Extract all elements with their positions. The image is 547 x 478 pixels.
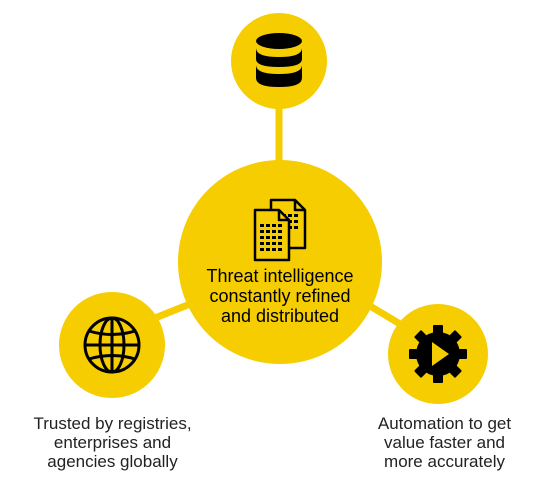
- center-text-line-3: and distributed: [220, 306, 340, 326]
- center-node: Threat intelligence constantly refined a…: [178, 160, 382, 364]
- right-node: [388, 304, 488, 404]
- center-text-line-2: constantly refined: [209, 286, 351, 306]
- center-node-text: Threat intelligence constantly refined a…: [185, 266, 375, 326]
- top-node: [231, 13, 327, 109]
- database-icon: [256, 33, 302, 87]
- documents-icon: [253, 198, 307, 262]
- right-caption-line-2: value faster and: [384, 433, 505, 452]
- right-caption-line-1: Automation to get: [377, 414, 512, 433]
- left-caption-line-3: agencies globally: [47, 452, 178, 471]
- left-caption-line-2: enterprises and: [53, 433, 172, 452]
- right-caption-line-3: more accurately: [384, 452, 505, 471]
- left-node: [59, 292, 165, 398]
- globe-icon: [83, 316, 141, 374]
- gear-play-icon: [409, 325, 467, 383]
- center-text-line-1: Threat intelligence: [206, 266, 354, 286]
- right-node-caption: Automation to get value faster and more …: [342, 414, 547, 471]
- left-node-caption: Trusted by registries, enterprises and a…: [0, 414, 225, 471]
- left-caption-line-1: Trusted by registries,: [33, 414, 192, 433]
